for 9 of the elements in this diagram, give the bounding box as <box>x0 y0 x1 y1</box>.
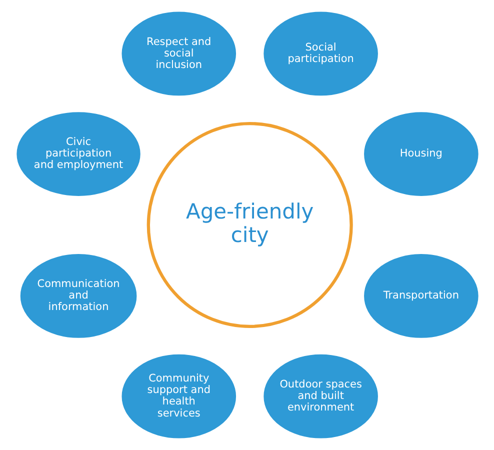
node-ellipse: Respect and social inclusion <box>121 12 236 96</box>
node-ellipse: Transportation <box>364 254 478 338</box>
node-ellipse: Civic participation and employment <box>16 112 140 196</box>
node-ellipse: Housing <box>364 112 478 196</box>
node-circle: Age-friendly city <box>146 122 352 328</box>
node-ellipse: Community support and health services <box>121 354 236 438</box>
node-ellipse: Outdoor spaces and built environment <box>263 354 378 438</box>
node-ellipse: Social participation <box>263 12 378 96</box>
node-ellipse: Communication and information <box>20 254 136 338</box>
